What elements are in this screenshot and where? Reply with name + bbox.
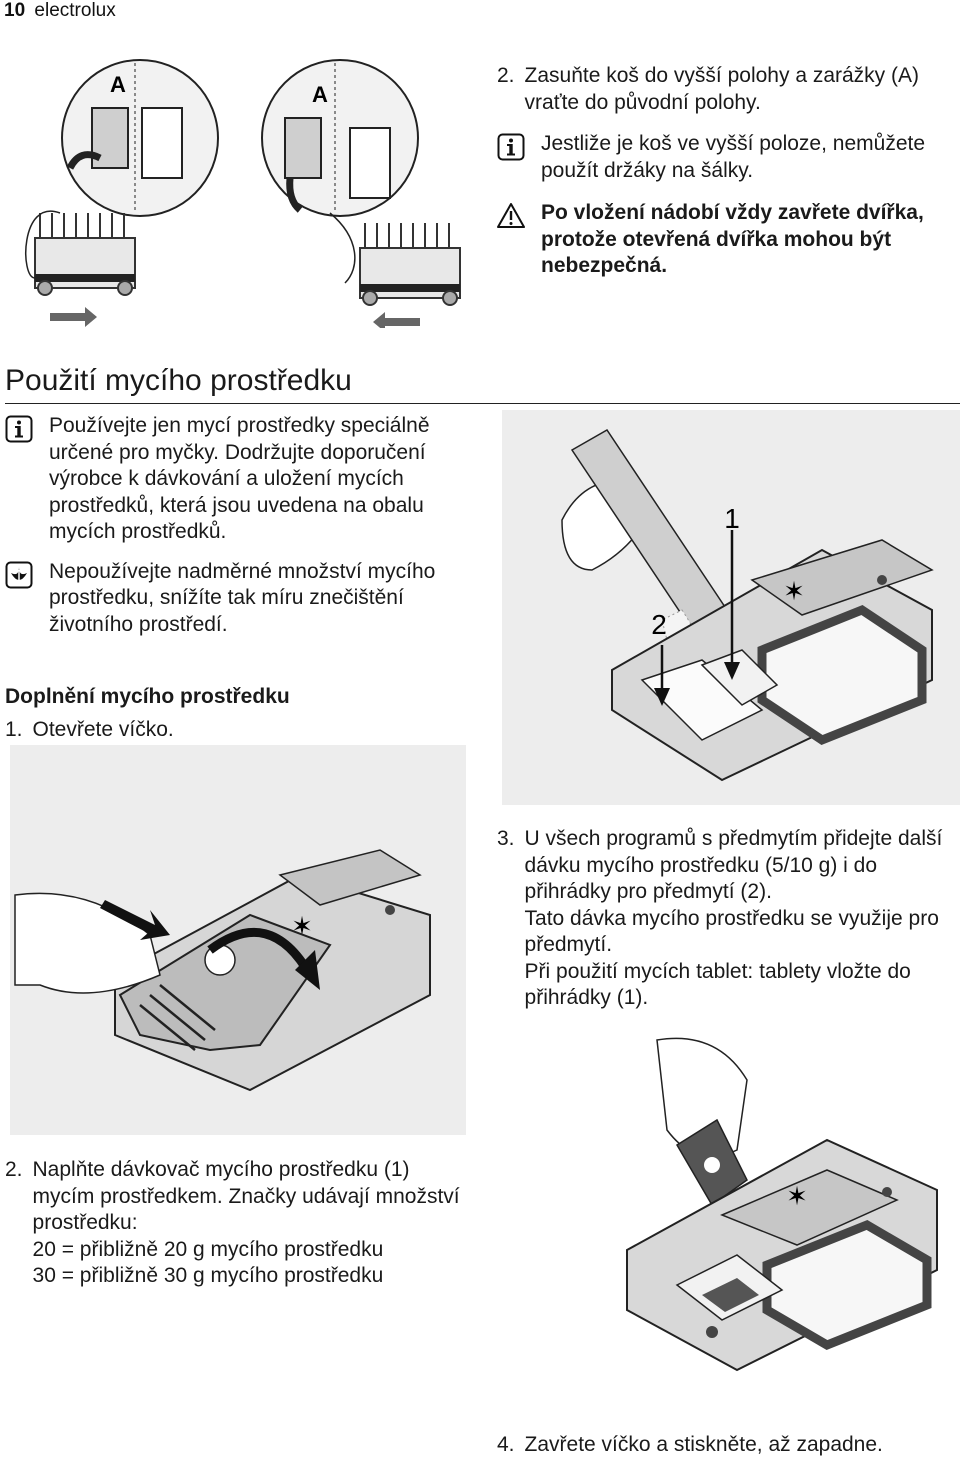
step-line: 20 = přibližně 20 g mycího prostředku	[32, 1237, 384, 1261]
step-line: U všech programů s předmytím přidejte da…	[524, 827, 943, 903]
page-number: 10	[4, 0, 26, 21]
rack-label-a-right: A	[312, 82, 328, 107]
rack-adjust-figure: A A	[0, 38, 470, 332]
note-text: Nepoužívejte nadměrné množství mycího pr…	[49, 559, 436, 636]
step-text: U všech programů s předmytím přidejte da…	[525, 826, 959, 1012]
step-2-top: 2. Zasuňte koš do vyšší polohy a zarážky…	[497, 63, 957, 116]
fill-label-1: 1	[724, 503, 740, 534]
step-3-row: 3. U všech programů s předmytím přidejte…	[497, 826, 959, 1012]
svg-text:✶: ✶	[786, 1181, 808, 1211]
step-number: 2.	[5, 1158, 23, 1181]
step-1: 1. Otevřete víčko.	[5, 717, 475, 744]
eco-icon	[5, 561, 33, 589]
fill-subsection: Doplnění mycího prostředku 1. Otevřete v…	[5, 684, 475, 743]
section-rule	[5, 403, 960, 404]
step-number: 2.	[497, 64, 515, 87]
section-header: Použití mycího prostředku	[5, 364, 960, 404]
section-notes: Používejte jen mycí prostředky speciálně…	[5, 413, 475, 638]
step-line: 30 = přibližně 30 g mycího prostředku	[32, 1264, 384, 1287]
note-text: Po vložení nádobí vždy zavřete dvířka, p…	[541, 201, 924, 277]
info-icon	[497, 133, 525, 161]
step-text: Otevřete víčko.	[32, 717, 174, 741]
note-environment: Nepoužívejte nadměrné množství mycího pr…	[5, 559, 475, 639]
note-text: Jestliže je koš ve vyšší poloze, nemůžet…	[541, 132, 926, 182]
fill-label-2: 2	[651, 609, 667, 640]
subsection-title: Doplnění mycího prostředku	[5, 685, 290, 708]
step-line: Při použití mycích tablet: tablety vložt…	[524, 959, 911, 1010]
svg-text:✶: ✶	[783, 576, 805, 606]
step-2-row: 2. Naplňte dávkovač mycího prostředku (1…	[5, 1157, 475, 1290]
step-text: Naplňte dávkovač mycího prostředku (1) m…	[33, 1157, 475, 1290]
brand-name: electrolux	[34, 0, 116, 21]
step-number: 3.	[497, 827, 515, 850]
step-text: Zasuňte koš do vyšší polohy a zarážky (A…	[524, 64, 920, 114]
detergent-fill-figure: ✶ 1 2	[502, 410, 960, 805]
step-text: Zavřete víčko a stiskněte, až zapadne.	[524, 1433, 883, 1456]
section-title: Použití mycího prostředku	[5, 364, 352, 397]
step-number: 4.	[497, 1433, 515, 1456]
step-3: 3. U všech programů s předmytím přidejte…	[497, 826, 959, 1012]
step-number: 1.	[5, 717, 23, 741]
info-icon	[5, 415, 33, 443]
note-cup-holders: Jestliže je koš ve vyšší poloze, nemůžet…	[497, 131, 957, 184]
step-4-row: 4. Zavřete víčko a stiskněte, až zapadne…	[497, 1432, 959, 1459]
step-line: Naplňte dávkovač mycího prostředku (1) m…	[32, 1158, 460, 1234]
note-door-warning: Po vložení nádobí vždy zavřete dvířka, p…	[497, 200, 957, 280]
top-notes: Jestliže je koš ve vyšší poloze, nemůžet…	[497, 131, 957, 280]
note-detergent-type: Používejte jen mycí prostředky speciálně…	[5, 413, 475, 546]
note-text: Používejte jen mycí prostředky speciálně…	[49, 414, 430, 543]
top-step-block: 2. Zasuňte koš do vyšší polohy a zarážky…	[497, 63, 957, 116]
lid-open-figure: ✶	[10, 745, 466, 1135]
step-4: 4. Zavřete víčko a stiskněte, až zapadne…	[497, 1432, 959, 1459]
step-2: 2. Naplňte dávkovač mycího prostředku (1…	[5, 1157, 475, 1290]
step-line: Tato dávka mycího prostředku se využije …	[524, 906, 939, 957]
warning-icon	[497, 202, 525, 230]
page-header: 10 electrolux	[4, 0, 116, 22]
tablet-figure: ✶	[497, 1020, 960, 1415]
rack-label-a-left: A	[110, 72, 126, 97]
